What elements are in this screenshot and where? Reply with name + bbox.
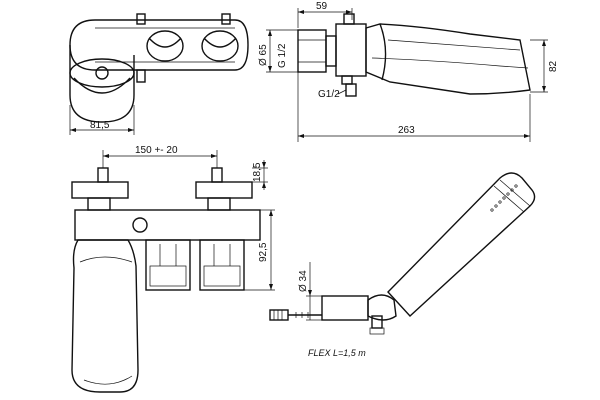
dim-thread-bottom: G1/2: [318, 89, 340, 100]
dim-59: 59: [316, 1, 328, 12]
hand-shower: Ø 34 FLEX L=1,5 m: [269, 172, 536, 358]
dim-thread-top: G 1/2: [277, 43, 288, 68]
dim-82: 82: [548, 60, 559, 72]
top-view: 81,5: [69, 13, 249, 135]
side-view: 59 Ø 65 G 1/2 G1/2 82 263: [258, 1, 559, 142]
dim-81-5: 81,5: [90, 120, 110, 131]
dim-92-5: 92,5: [258, 242, 269, 262]
dim-150: 150 +- 20: [135, 145, 178, 156]
dim-263: 263: [398, 125, 415, 136]
front-view: 150 +- 20 18,5 92,5: [71, 145, 275, 393]
dim-diameter-65: Ø 65: [258, 44, 269, 66]
dim-18-5: 18,5: [252, 162, 263, 182]
hose-length-label: FLEX L=1,5 m: [308, 348, 366, 358]
dim-diameter-34: Ø 34: [298, 270, 309, 292]
spray-holes: [490, 184, 518, 212]
